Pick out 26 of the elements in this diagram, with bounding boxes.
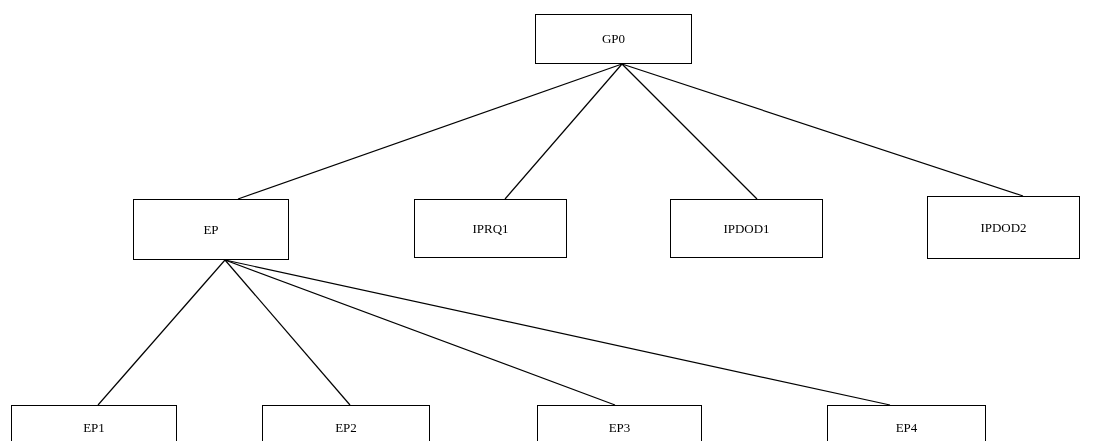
box-label: GP0 (601, 31, 626, 47)
process-box (537, 405, 702, 441)
process-box (133, 199, 289, 260)
box-label: IPDOD1 (723, 220, 770, 237)
box-label: EP1 (83, 419, 105, 436)
box-label: EP3 (608, 419, 631, 436)
process-box (262, 405, 430, 441)
box-label: IPDOD2 (980, 219, 1027, 236)
connector-line (237, 63, 623, 200)
connector-line (224, 259, 891, 406)
connector-line (224, 259, 351, 406)
connector-line (621, 63, 1024, 197)
box-label: EP4 (895, 419, 918, 436)
box-label: EP (203, 221, 219, 238)
process-box (535, 14, 692, 64)
process-box (414, 199, 567, 258)
connector-line (224, 259, 616, 406)
box-label: IPRQ1 (472, 220, 509, 237)
box-label: EP2 (335, 419, 357, 436)
process-box (670, 199, 823, 258)
connector-line (504, 63, 623, 200)
process-box (827, 405, 986, 441)
process-box (927, 196, 1080, 259)
process-box (11, 405, 177, 441)
connector-line (97, 259, 226, 406)
connector-line (621, 63, 758, 200)
